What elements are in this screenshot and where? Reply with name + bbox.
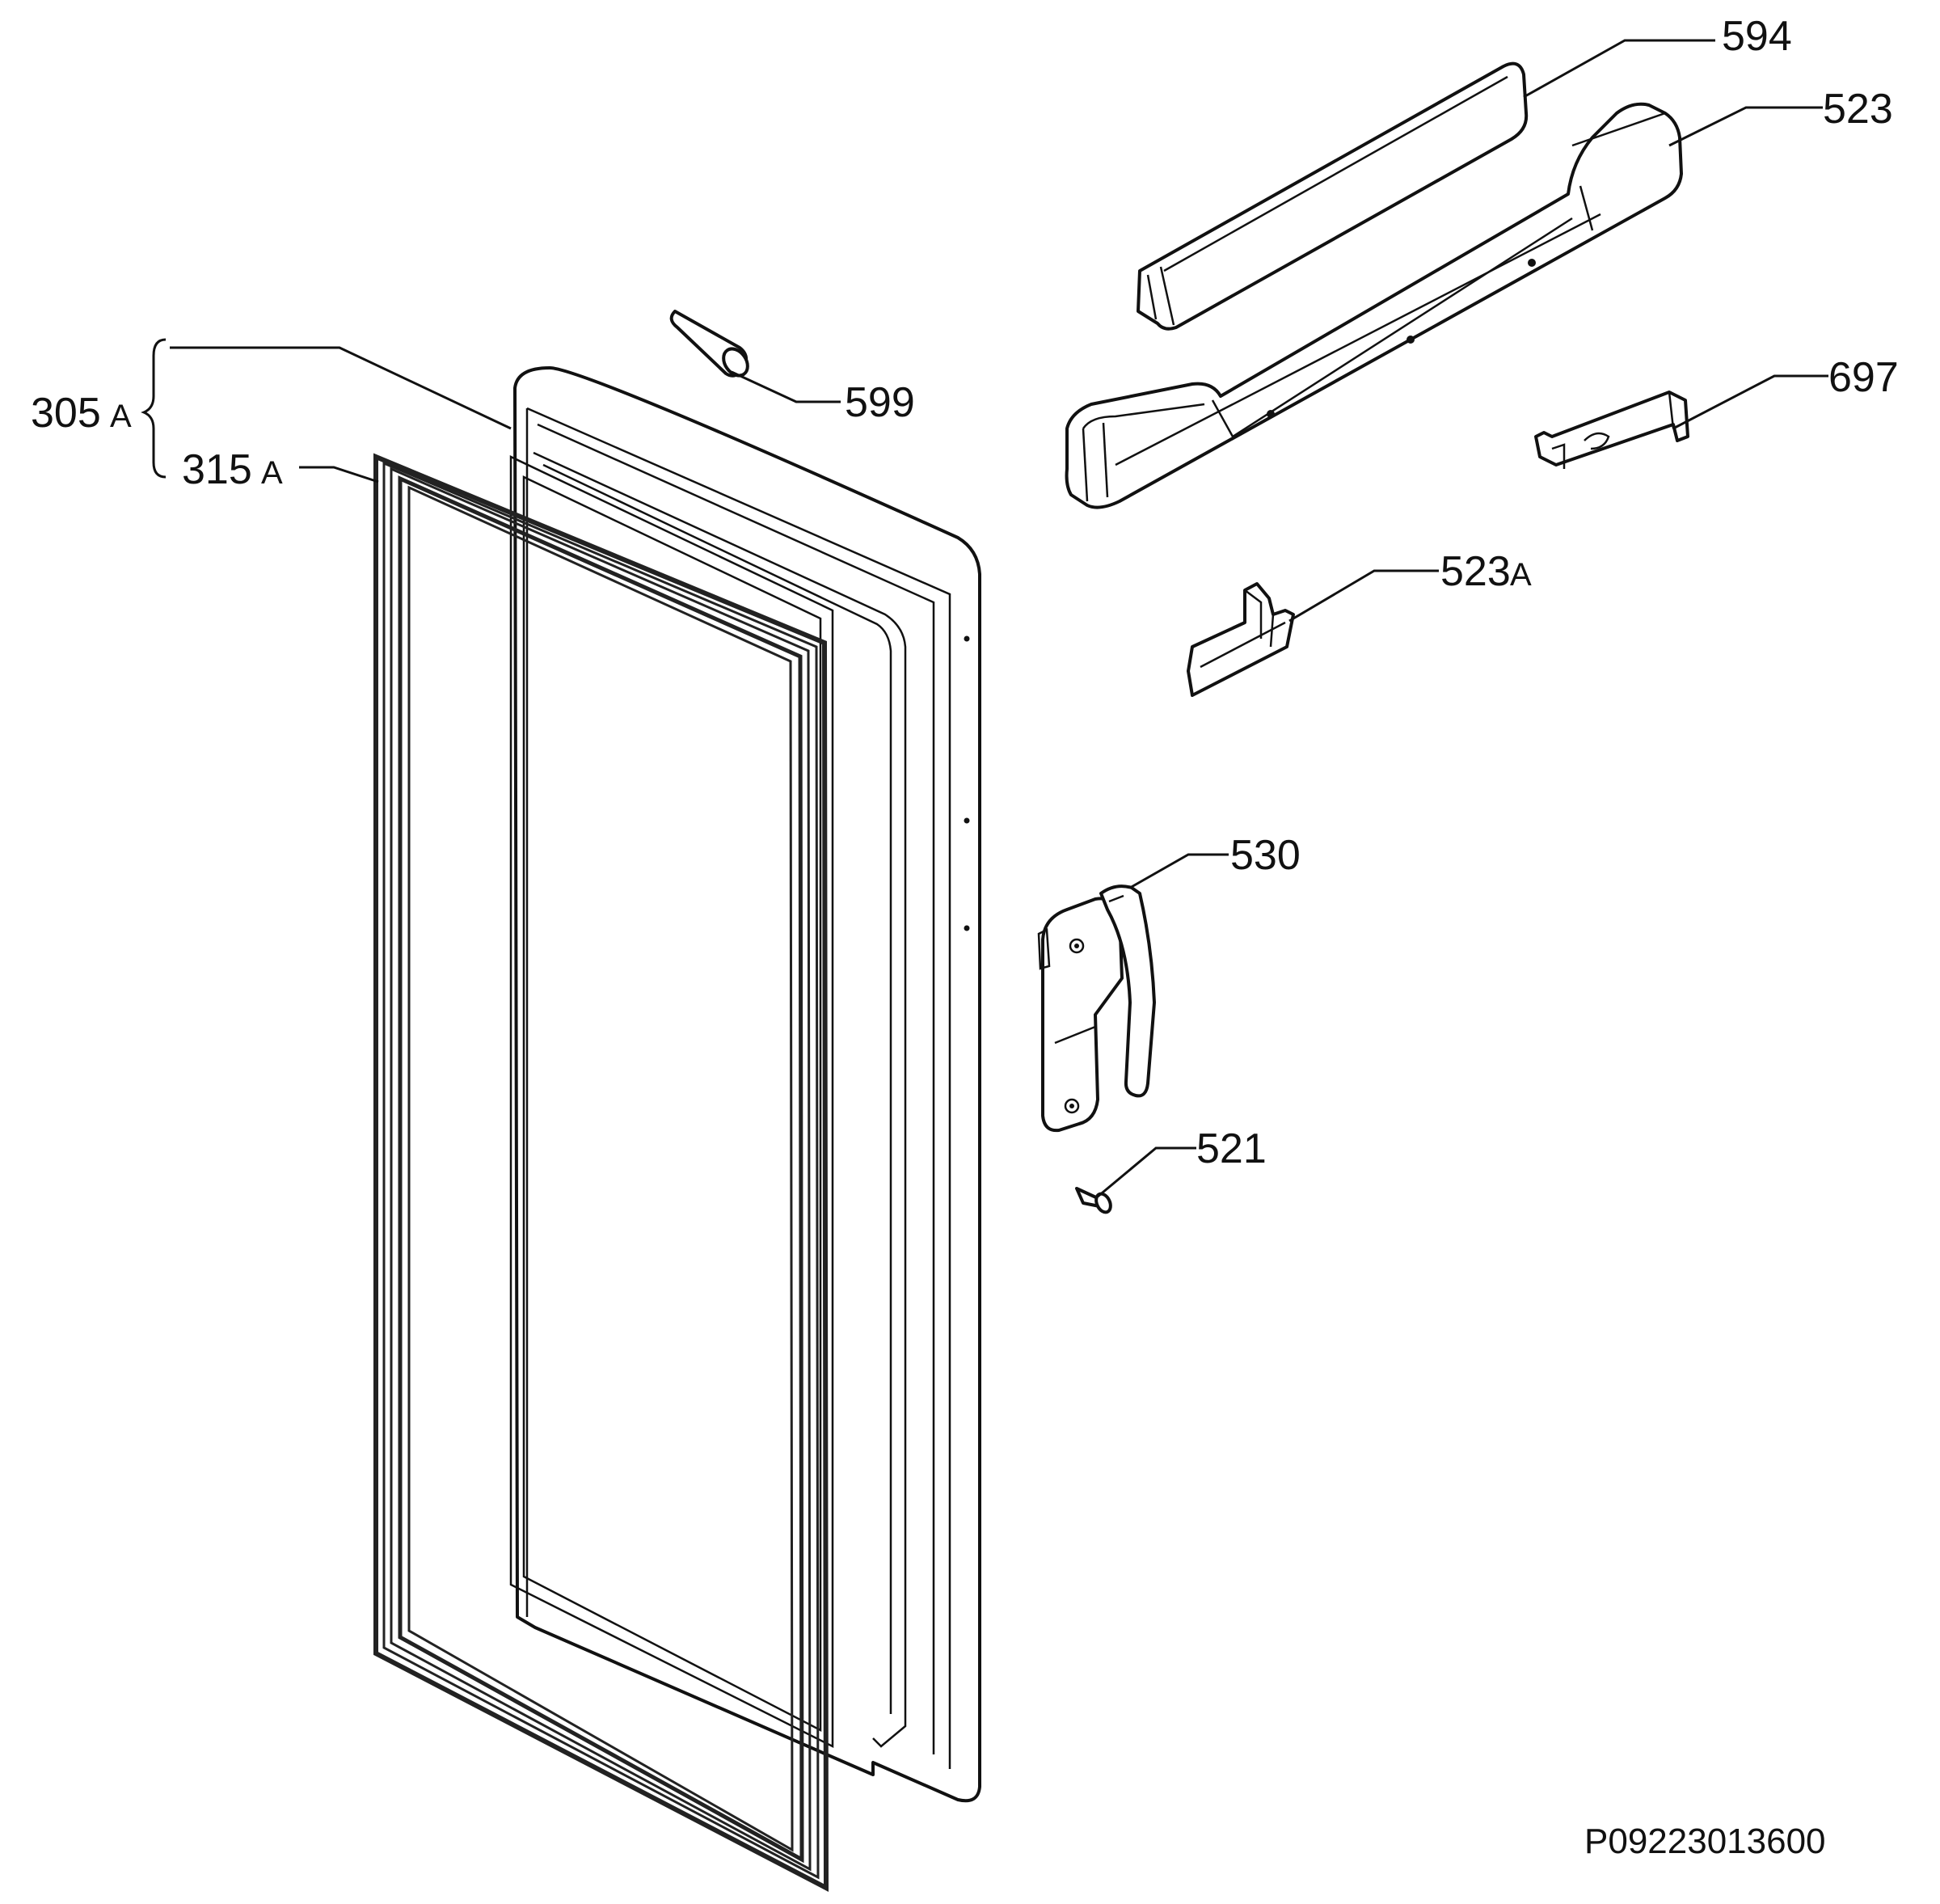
leader-521 — [1097, 1146, 1196, 1198]
leader-523a — [1288, 569, 1439, 623]
plug-cap — [669, 310, 749, 378]
hinge-cover — [1099, 884, 1156, 1098]
label-305-suffix: A — [110, 399, 132, 434]
label-523a: 523 — [1440, 548, 1511, 595]
leader-315a — [299, 466, 379, 483]
handle-clip — [1187, 582, 1295, 697]
leader-697 — [1672, 374, 1828, 430]
handle-bracket — [1534, 391, 1689, 469]
label-315: 315 — [182, 446, 252, 493]
leader-lines — [141, 39, 1828, 1198]
label-530: 530 — [1230, 832, 1301, 879]
door-hinge — [1037, 897, 1124, 1133]
label-599: 599 — [845, 379, 915, 426]
label-523a-suffix: A — [1510, 557, 1532, 593]
door-gasket — [373, 453, 829, 1892]
handle-trim-strip — [1137, 61, 1529, 331]
leader-599 — [731, 370, 841, 403]
leader-594 — [1523, 39, 1715, 99]
label-521: 521 — [1196, 1125, 1267, 1172]
label-697: 697 — [1828, 354, 1899, 401]
label-305: 305 — [31, 390, 101, 437]
door-panel — [509, 366, 981, 1803]
drawing-code: P09223013600 — [1584, 1822, 1826, 1861]
screw — [1075, 1187, 1112, 1214]
label-594: 594 — [1722, 13, 1792, 60]
label-315-suffix: A — [261, 455, 283, 491]
handle-bar — [1065, 102, 1683, 509]
leader-523 — [1668, 106, 1823, 147]
label-523: 523 — [1823, 86, 1893, 133]
brace-305a — [141, 338, 167, 479]
leader-305a — [170, 346, 512, 430]
leader-530 — [1129, 853, 1229, 889]
